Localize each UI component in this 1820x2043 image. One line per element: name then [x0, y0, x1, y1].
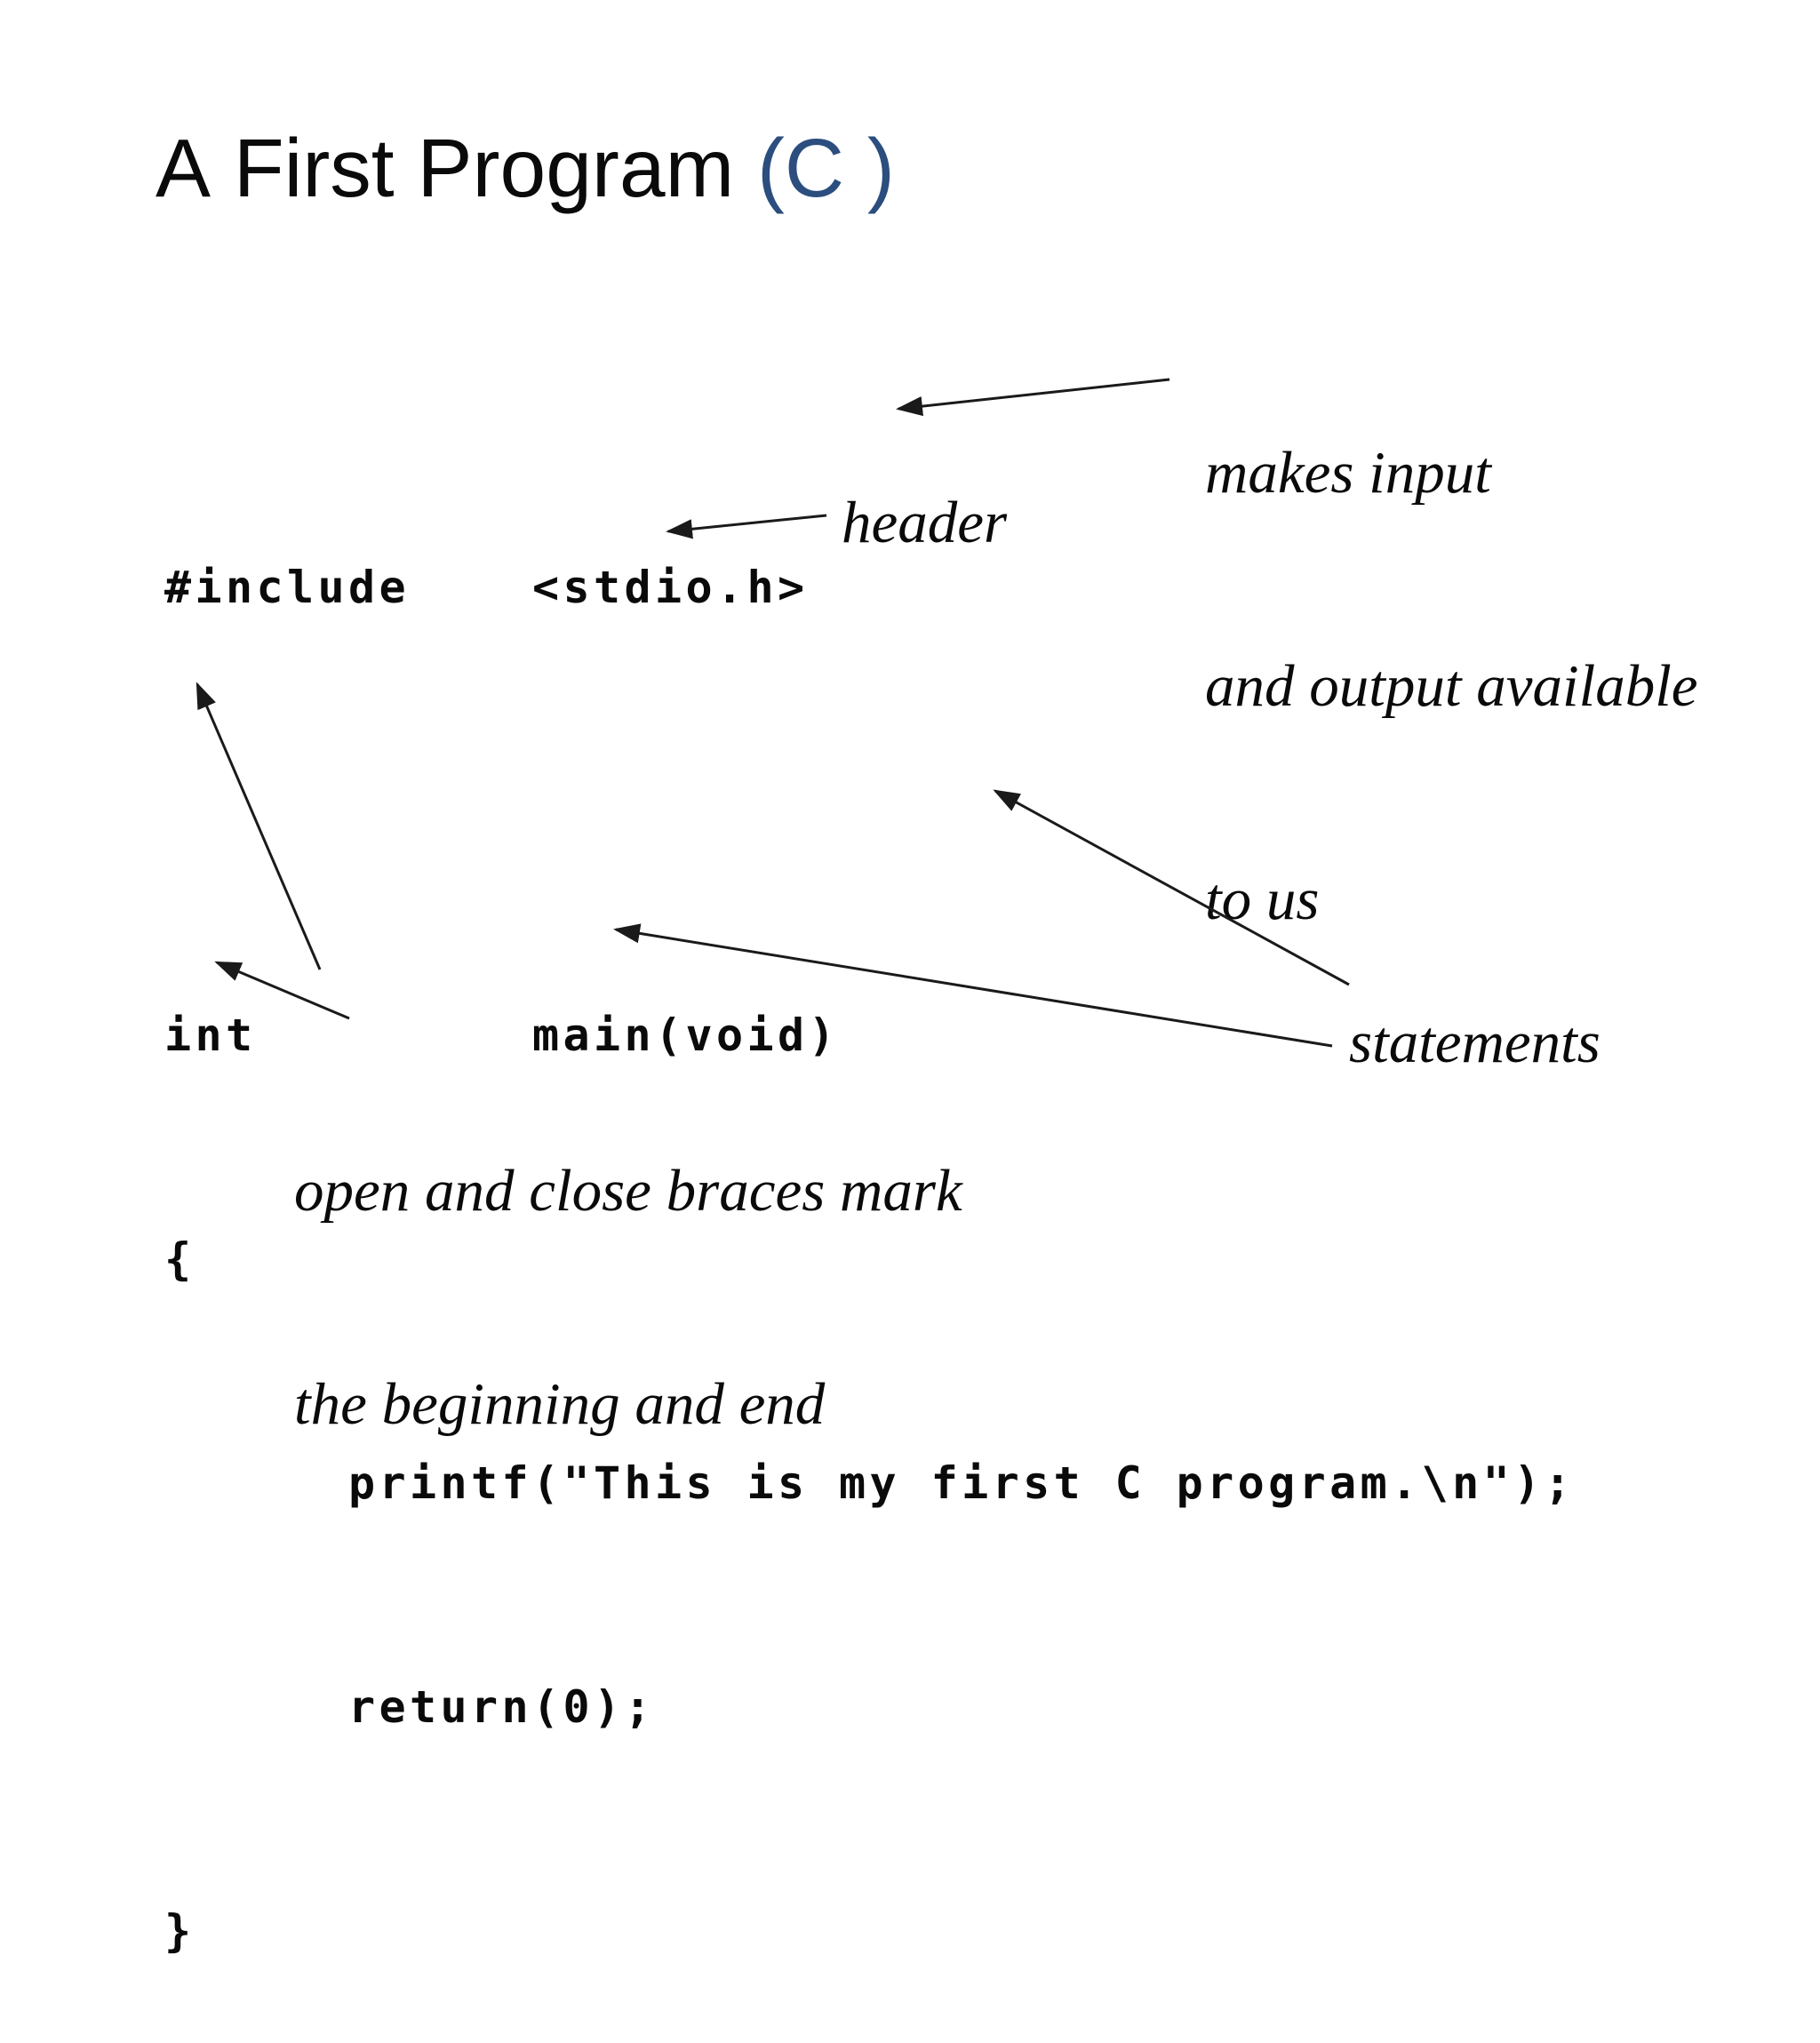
annotation-io-line: and output available: [1205, 653, 1698, 719]
slide-canvas: { "slide": { "title": { "text": "A First…: [156, 126, 1698, 1957]
arrow-to-return-statement: [613, 923, 1333, 1048]
code-line-include: #include <stdio.h>: [164, 562, 809, 613]
annotation-braces-line: the beginning and end: [294, 1371, 826, 1437]
arrow-to-close-brace: [214, 961, 350, 1020]
code-line-return: return(0);: [164, 1681, 656, 1733]
page-title-text: A First Program: [156, 122, 757, 214]
annotation-statements: statements: [1349, 1010, 1600, 1075]
code-line-open-brace: {: [164, 1233, 196, 1285]
arrow-to-printf-statement: [993, 789, 1350, 986]
page-title: A First Program (C ): [156, 127, 895, 210]
annotation-header: header: [842, 490, 1008, 555]
page-title-language-accent: (C ): [756, 122, 895, 214]
annotation-io-line: to us: [1205, 866, 1320, 932]
arrow-to-include: [896, 378, 1170, 417]
arrow-to-stdio-header: [666, 514, 827, 539]
code-line-main: int main(void): [164, 1010, 840, 1061]
annotation-braces-line: open and close braces mark: [294, 1158, 962, 1224]
annotation-io-line: makes input: [1205, 440, 1491, 506]
code-line-close-brace: }: [164, 1905, 196, 1957]
arrow-to-open-brace: [196, 682, 322, 970]
annotation-io: makes input and output available to us: [1205, 295, 1698, 1006]
arrow-overlay: [196, 378, 1350, 1048]
